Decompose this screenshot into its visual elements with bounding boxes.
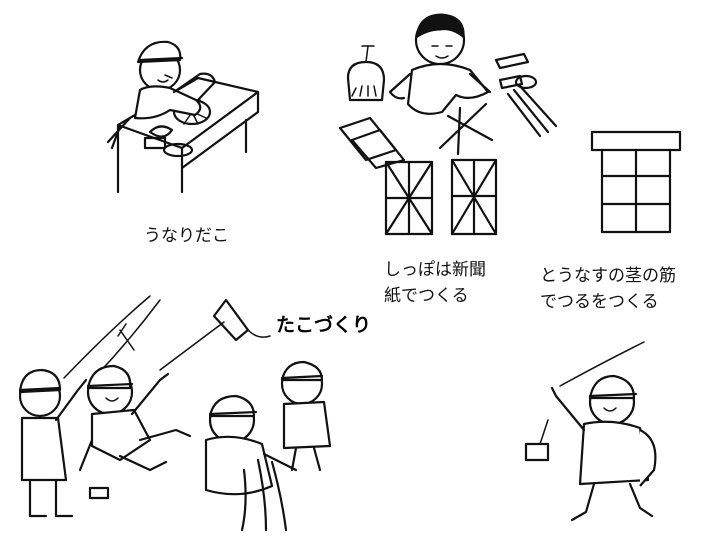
kite-frames-drawing [384, 158, 498, 236]
kids-flying-kite-drawing [18, 295, 332, 532]
child-running-with-kite-drawing [524, 341, 657, 522]
caption-tail-line1: しっぽは新聞 [384, 260, 486, 280]
caption-tail-line2: 紙でつくる [384, 286, 469, 306]
child-cutting-paper-drawing [338, 13, 558, 170]
page-title: たこづくり [276, 314, 372, 336]
caption-vine-line1: とうなすの茎の筋 [540, 266, 676, 286]
child-at-desk-drawing [106, 40, 260, 194]
grid-frame-drawing [590, 130, 682, 234]
caption-vine-line2: でつるをつくる [540, 292, 659, 312]
caption-unaridako: うなりだこ [144, 226, 229, 246]
